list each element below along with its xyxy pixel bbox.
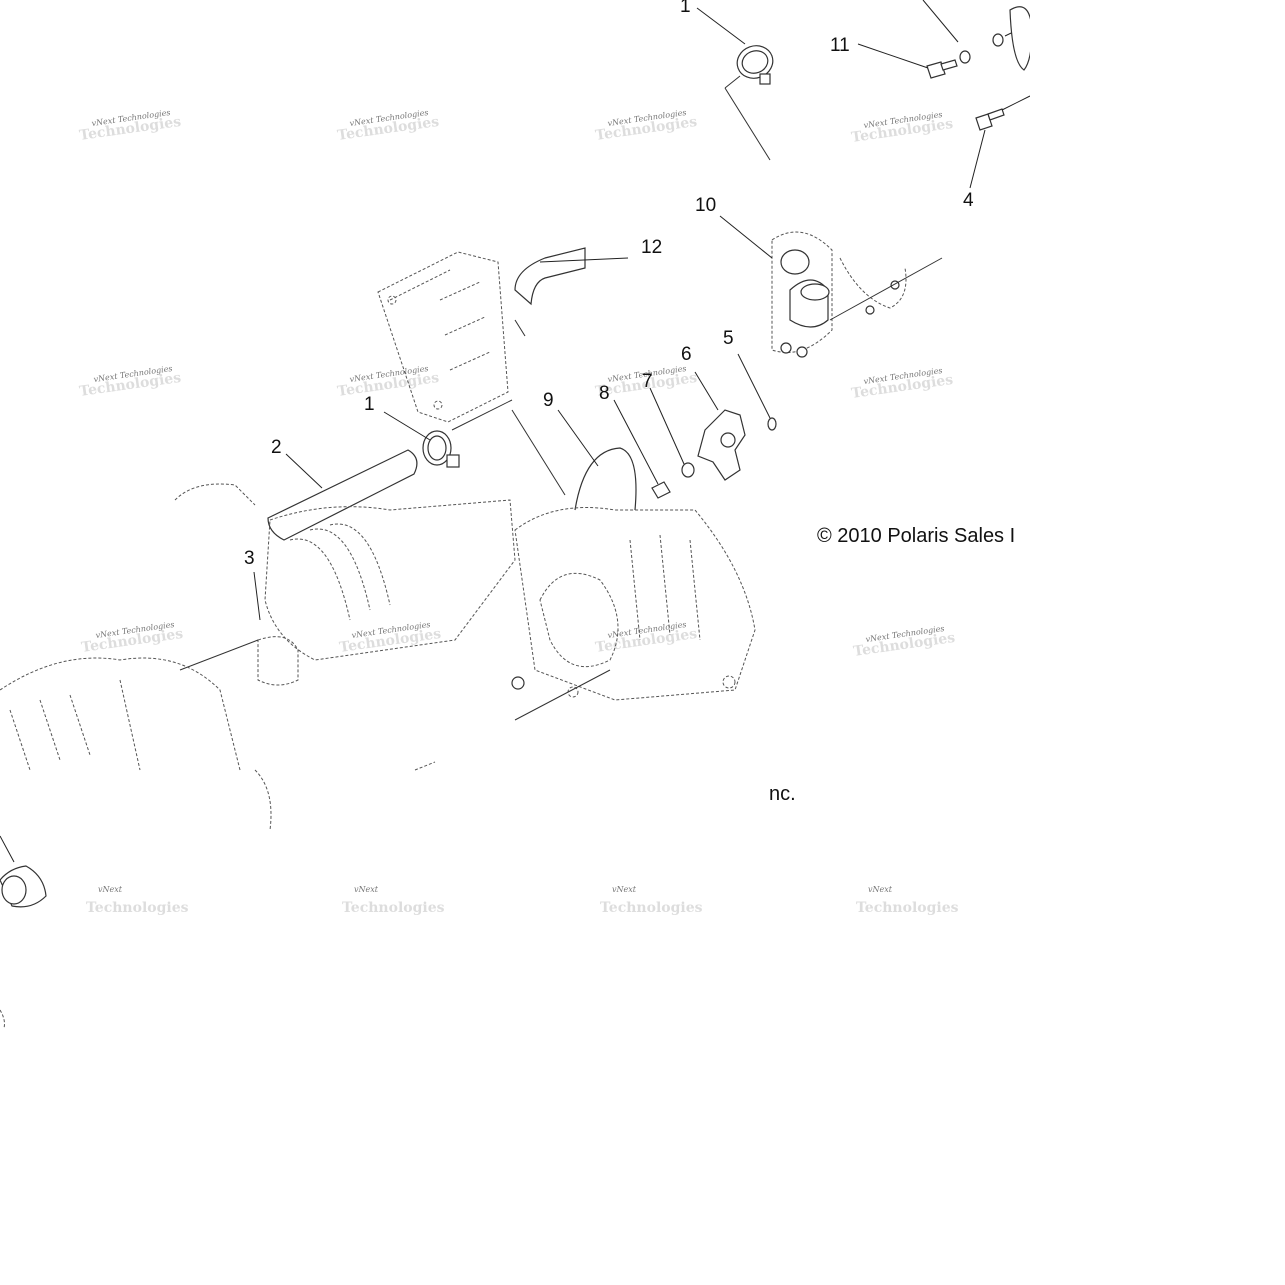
bolt-icon bbox=[926, 33, 1004, 79]
fitting-icon bbox=[651, 481, 671, 499]
callout-10: 10 bbox=[695, 195, 716, 216]
bolt-icon bbox=[975, 108, 1005, 131]
callout-3: 3 bbox=[244, 548, 255, 569]
leader-line bbox=[383, 411, 431, 441]
blank-margin bbox=[1030, 520, 1050, 550]
callout-8: 8 bbox=[599, 383, 610, 404]
engine-outline bbox=[0, 1009, 5, 1029]
drain-fitting-icon bbox=[0, 865, 47, 908]
leader-line bbox=[557, 409, 599, 467]
copyright-line-1: © 2010 Polaris Sales I bbox=[817, 525, 1015, 547]
copyright-notice: © 2010 Polaris Sales I nc. bbox=[769, 0, 1285, 1285]
hose-clamp-icon bbox=[736, 45, 774, 85]
leader-line bbox=[969, 129, 986, 189]
callout-1-top: 1 bbox=[680, 0, 691, 17]
bolt-hole-icon bbox=[567, 686, 579, 698]
watermark-ghost: Technologies bbox=[342, 900, 445, 916]
watermark-ghost: Technologies bbox=[856, 900, 959, 916]
cylinder-head-outline bbox=[389, 269, 451, 301]
callout-1-middle: 1 bbox=[364, 394, 375, 415]
watermark-short: vNext bbox=[868, 885, 893, 894]
engine-outline bbox=[257, 636, 299, 686]
hose-outline bbox=[724, 75, 741, 89]
leader-line bbox=[253, 571, 261, 621]
callout-9: 9 bbox=[543, 390, 554, 411]
leader-line bbox=[539, 257, 629, 263]
bolt-hole-icon bbox=[722, 675, 736, 689]
middle-tile bbox=[0, 247, 777, 1029]
leader-line bbox=[696, 7, 746, 45]
coolant-hose-icon bbox=[514, 247, 586, 306]
fitting-icon bbox=[511, 676, 525, 690]
engine-outline bbox=[414, 761, 436, 771]
callout-6: 6 bbox=[681, 344, 692, 365]
watermark-ghost: Technologies bbox=[86, 900, 189, 916]
leader-line bbox=[649, 387, 685, 465]
thermostat-housing-icon bbox=[771, 231, 907, 358]
engine-outline bbox=[0, 657, 241, 771]
coolant-hose-icon bbox=[267, 449, 418, 541]
crankcase-outline bbox=[514, 507, 756, 701]
leader-line bbox=[719, 215, 773, 259]
hose-outline bbox=[514, 319, 526, 337]
engine-outline bbox=[9, 679, 141, 771]
crankcase-outline bbox=[629, 534, 701, 641]
engine-outline bbox=[174, 483, 256, 506]
engine-outline bbox=[289, 523, 391, 621]
hose-outline bbox=[724, 87, 771, 161]
hose-outline bbox=[451, 399, 513, 431]
leader-line bbox=[0, 835, 15, 863]
crankcase-outline bbox=[539, 572, 619, 668]
axis-line bbox=[179, 639, 259, 671]
callout-5: 5 bbox=[723, 328, 734, 349]
gasket-icon bbox=[574, 447, 637, 511]
washer-icon bbox=[681, 462, 695, 478]
callout-labels: 1 11 4 10 12 5 6 7 8 9 1 2 3 bbox=[244, 0, 974, 569]
leader-line bbox=[1001, 95, 1031, 111]
leader-line bbox=[922, 0, 959, 43]
watermark-ghost: Technologies bbox=[600, 900, 703, 916]
watermark-short: vNext bbox=[354, 885, 379, 894]
leader-line bbox=[857, 43, 929, 69]
watermark-short: vNext bbox=[612, 885, 637, 894]
watermark-group: Technologies vNext Technologies Technolo… bbox=[78, 108, 958, 916]
seal-icon bbox=[767, 417, 777, 431]
callout-4: 4 bbox=[963, 190, 974, 211]
upper-tile bbox=[696, 0, 1033, 358]
callout-7: 7 bbox=[642, 371, 653, 392]
copyright-line-2: nc. bbox=[769, 783, 796, 805]
callout-12: 12 bbox=[641, 237, 662, 258]
leader-line bbox=[737, 353, 771, 419]
engine-outline bbox=[264, 499, 516, 661]
callout-2: 2 bbox=[271, 437, 282, 458]
engine-outline bbox=[254, 769, 272, 831]
bolt-hole-icon bbox=[433, 400, 443, 410]
leader-line bbox=[694, 371, 719, 411]
impeller-icon bbox=[697, 409, 746, 481]
leader-line bbox=[613, 399, 659, 485]
hose-clamp-icon bbox=[422, 430, 460, 468]
callout-11: 11 bbox=[830, 35, 850, 56]
watermark-short: vNext bbox=[98, 885, 123, 894]
water-pump-cover-icon bbox=[1009, 6, 1033, 71]
cylinder-head-outline bbox=[439, 281, 491, 371]
cylinder-head-outline bbox=[377, 251, 509, 423]
axis-line bbox=[514, 669, 611, 721]
axis-line bbox=[829, 257, 943, 321]
bolt-hole-icon bbox=[387, 295, 397, 305]
hose-outline bbox=[511, 409, 566, 496]
leader-line bbox=[285, 453, 323, 489]
blank-margin bbox=[1030, 0, 1285, 1285]
